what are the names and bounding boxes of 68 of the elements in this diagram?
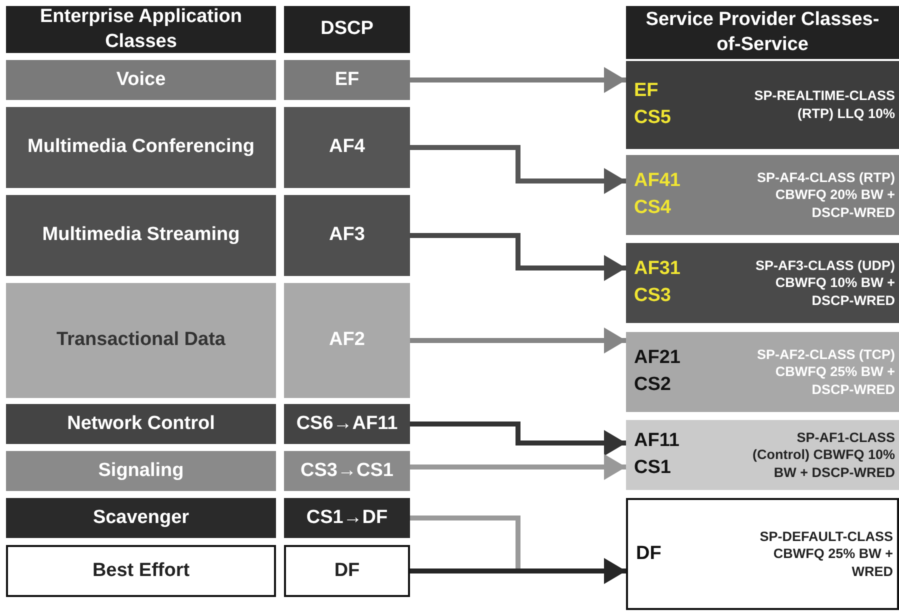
dscp-box xyxy=(284,545,410,597)
class-box xyxy=(6,404,276,444)
service-class-box xyxy=(626,332,899,412)
class-description: SP-DEFAULT-CLASS CBWFQ 25% BW + WRED xyxy=(758,528,893,580)
service-class-box xyxy=(626,243,899,323)
class-description: SP-REALTIME-CLASS (RTP) LLQ 10% xyxy=(753,87,895,123)
class-name: Scavenger xyxy=(92,506,190,530)
service-class-box xyxy=(626,498,899,610)
class-box xyxy=(6,60,276,100)
dscp-code: CS3 xyxy=(634,284,671,308)
class-description: SP-AF1-CLASS (Control) CBWFQ 10% BW + DSCP-WRED xyxy=(752,428,895,482)
dscp-value: CS6→AF11 xyxy=(296,412,398,436)
dscp-value: EF xyxy=(334,68,360,92)
class-name: Best Effort xyxy=(92,558,190,583)
dscp-code: DF xyxy=(636,542,662,566)
dscp-code: EF xyxy=(634,79,658,104)
dscp-code: CS2 xyxy=(634,373,671,397)
class-description: SP-AF4-CLASS (RTP) CBWFQ 20% BW + DSCP-WRED xyxy=(756,168,895,222)
dscp-box xyxy=(284,404,410,444)
arrow xyxy=(410,233,626,281)
header-text: Enterprise Application Classes xyxy=(39,4,243,54)
dscp-box xyxy=(284,283,410,398)
dscp-code: AF21 xyxy=(634,346,680,370)
dscp-code: CS1 xyxy=(634,456,671,480)
class-box xyxy=(6,107,276,188)
column-header xyxy=(284,6,410,53)
dscp-box xyxy=(284,107,410,188)
dscp-value: CS3→CS1 xyxy=(300,458,394,483)
class-name: Multimedia Conferencing xyxy=(28,135,254,160)
class-name: Multimedia Streaming xyxy=(42,223,240,248)
service-class-box xyxy=(626,61,899,149)
arrow xyxy=(410,558,626,584)
dscp-code: AF41 xyxy=(634,169,680,194)
column-header xyxy=(626,6,899,59)
service-class-box xyxy=(626,155,899,235)
arrow xyxy=(410,454,626,480)
class-box xyxy=(6,283,276,398)
class-description: SP-AF2-CLASS (TCP) CBWFQ 25% BW + DSCP-WRED xyxy=(756,346,895,398)
dscp-box xyxy=(284,498,410,538)
dscp-value: DF xyxy=(334,558,360,583)
dscp-value: AF2 xyxy=(329,328,365,352)
class-box xyxy=(6,498,276,538)
class-name: Voice xyxy=(116,68,166,92)
class-box xyxy=(6,451,276,491)
dscp-code: CS5 xyxy=(634,106,671,130)
dscp-box xyxy=(284,451,410,491)
dscp-box xyxy=(284,60,410,100)
dscp-code: CS4 xyxy=(634,196,671,220)
column-header xyxy=(6,6,276,53)
arrow xyxy=(410,422,626,456)
class-box xyxy=(6,545,276,597)
arrow xyxy=(410,145,626,194)
dscp-value: AF3 xyxy=(329,223,365,248)
dscp-box xyxy=(284,195,410,276)
dscp-code: AF31 xyxy=(634,257,680,282)
class-description: SP-AF3-CLASS (UDP) CBWFQ 10% BW + DSCP-WRED xyxy=(754,256,895,310)
dscp-code: AF11 xyxy=(634,429,680,454)
class-name: Signaling xyxy=(98,458,184,483)
service-class-box xyxy=(626,420,899,490)
header-text: Service Provider Classes-of-Service xyxy=(644,8,880,56)
class-name: Network Control xyxy=(67,412,215,436)
class-name: Transactional Data xyxy=(56,328,226,352)
arrow xyxy=(410,67,626,93)
dscp-value: CS1→DF xyxy=(306,506,388,530)
dscp-value: AF4 xyxy=(329,135,365,160)
arrow xyxy=(410,328,626,354)
class-box xyxy=(6,195,276,276)
header-text: DSCP xyxy=(320,17,374,42)
